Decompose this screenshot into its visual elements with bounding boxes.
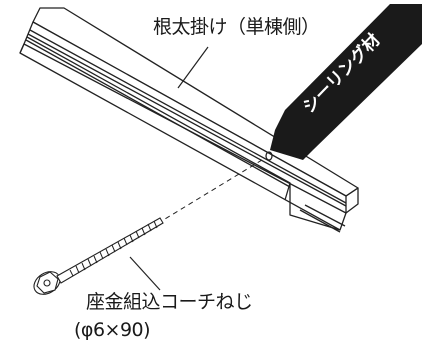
screw-size-label: (φ6×90) xyxy=(74,319,151,341)
screw-label: 座金組込コーチねじ xyxy=(86,291,253,313)
rail-label-leader xyxy=(177,46,209,89)
rail-label: 根太掛け（単棟側） xyxy=(153,16,320,38)
insertion-guide xyxy=(159,159,263,223)
screw-hole xyxy=(265,151,273,161)
screw-label-leader xyxy=(129,256,161,291)
coach-screw xyxy=(33,217,164,295)
